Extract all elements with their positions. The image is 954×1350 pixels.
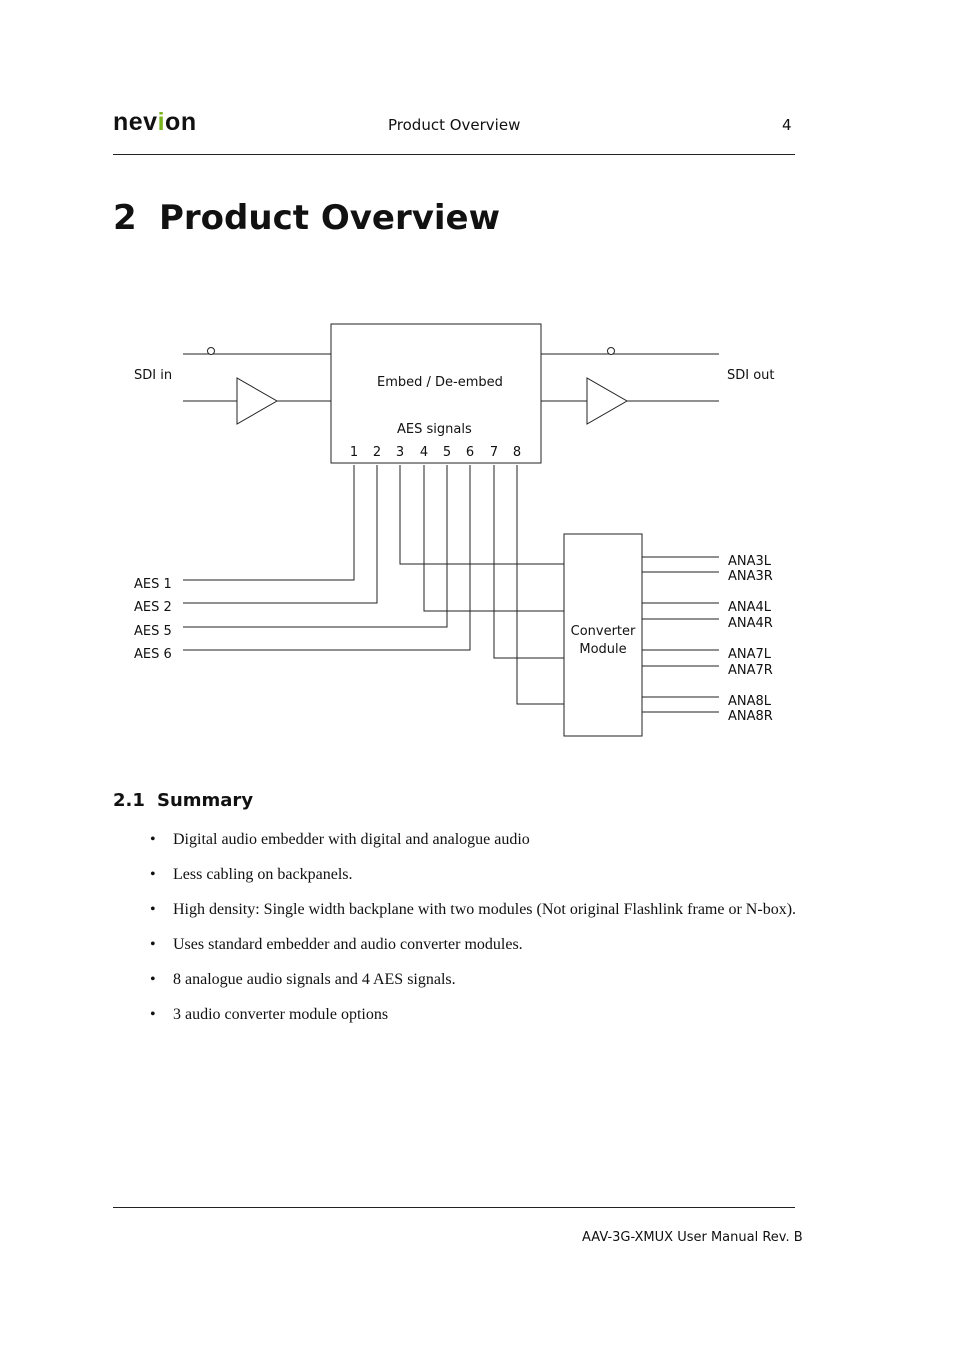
analog-output-label: ANA8R	[728, 709, 773, 724]
chapter-number: 2	[113, 198, 137, 238]
aes-output-label: AES 6	[134, 647, 172, 662]
analog-output-label: ANA4L	[728, 600, 772, 615]
bullet-icon: •	[150, 901, 156, 918]
list-item: • 3 audio converter module options	[150, 1005, 800, 1025]
analog-output-label: ANA7R	[728, 663, 773, 678]
list-item: • High density: Single width backplane wi…	[150, 900, 800, 920]
bullet-icon: •	[150, 936, 156, 953]
nevion-logo: nevion	[113, 108, 197, 136]
list-item-text: Less cabling on backpanels.	[173, 866, 353, 883]
port-number: 7	[490, 445, 498, 460]
section-title: Summary	[157, 790, 254, 811]
aes-signals-label: AES signals	[397, 422, 472, 437]
summary-list: • Digital audio embedder with digital and…	[150, 830, 800, 1040]
list-item-text: 3 audio converter module options	[173, 1006, 389, 1023]
port-number: 6	[466, 445, 474, 460]
sdi-in-label: SDI in	[134, 368, 172, 383]
bullet-icon: •	[150, 831, 156, 848]
aes-output-label: AES 2	[134, 600, 172, 615]
footer-rule	[113, 1207, 795, 1208]
list-item-text: Digital audio embedder with digital and …	[173, 831, 530, 848]
port-number: 3	[396, 445, 404, 460]
page-number: 4	[782, 116, 792, 134]
footer-text: AAV-3G-XMUX User Manual Rev. B	[582, 1230, 803, 1245]
embed-label: Embed / De-embed	[377, 375, 503, 390]
list-item-text: Uses standard embedder and audio convert…	[173, 936, 523, 953]
header-title: Product Overview	[388, 116, 521, 134]
header-rule	[113, 154, 795, 155]
analog-output-label: ANA4R	[728, 616, 773, 631]
chapter-heading: 2 Product Overview	[113, 198, 500, 238]
converter-box	[563, 533, 643, 737]
port-number: 2	[373, 445, 381, 460]
list-item-text: 8 analogue audio signals and 4 AES signa…	[173, 971, 456, 988]
chapter-title: Product Overview	[159, 198, 501, 238]
bullet-icon: •	[150, 866, 156, 883]
bullet-icon: •	[150, 971, 156, 988]
list-item: • 8 analogue audio signals and 4 AES sign…	[150, 970, 800, 990]
aes-output-label: AES 1	[134, 577, 172, 592]
port-number: 4	[420, 445, 428, 460]
analog-output-label: ANA8L	[728, 694, 772, 709]
list-item: • Uses standard embedder and audio conver…	[150, 935, 800, 955]
analog-output-label: ANA3L	[728, 554, 772, 569]
section-heading: 2.1 Summary	[113, 790, 253, 811]
converter-label: Module	[579, 642, 626, 657]
analog-output-label: ANA7L	[728, 647, 772, 662]
block-diagram: SDI in SDI out Embed / De-embed AES sign…	[134, 323, 775, 737]
converter-label: Converter	[571, 624, 636, 639]
list-item-text: High density: Single width backplane wit…	[173, 901, 797, 918]
port-number: 1	[350, 445, 358, 460]
section-number: 2.1	[113, 790, 145, 811]
port-number: 8	[513, 445, 521, 460]
sdi-out-label: SDI out	[727, 368, 775, 383]
embed-box	[330, 323, 542, 464]
bullet-icon: •	[150, 1006, 156, 1023]
aes-output-label: AES 5	[134, 624, 172, 639]
list-item: • Less cabling on backpanels.	[150, 865, 800, 885]
list-item: • Digital audio embedder with digital and…	[150, 830, 800, 850]
port-number: 5	[443, 445, 451, 460]
analog-output-label: ANA3R	[728, 569, 773, 584]
